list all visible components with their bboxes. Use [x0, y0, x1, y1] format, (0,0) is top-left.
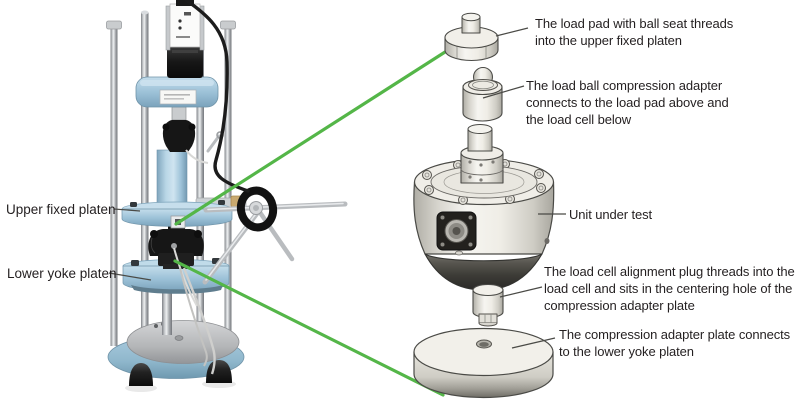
upper-drive-assembly: [162, 106, 209, 164]
green-connector-line-lower: [173, 259, 445, 397]
column-outer-right: [224, 28, 232, 343]
annotation-load-pad: The load pad with ball seat threads into…: [535, 16, 734, 48]
jack-screw: [162, 290, 172, 335]
connector-port: [436, 211, 477, 251]
exploded-view: [413, 12, 555, 399]
load-pad-drawing: [444, 12, 499, 62]
machine-photo: [106, 0, 348, 392]
clevis-pin: [206, 134, 221, 153]
wheel-rim: [236, 186, 278, 232]
rubber-foot-left: [129, 363, 153, 386]
annotation-load-ball-adapter: The load ball compression adapter connec…: [526, 78, 729, 127]
column-inner-right: [196, 12, 204, 342]
column-top-nut: [220, 20, 236, 30]
power-cable: [184, 0, 250, 193]
motor-block: [167, 46, 203, 78]
column-inner-left: [141, 12, 149, 342]
indicator-unit: [165, 0, 205, 51]
sensor-cable: [182, 267, 216, 375]
handwheel: [202, 186, 348, 285]
machine-load-cell: [148, 224, 204, 269]
column-top-nut: [106, 20, 122, 30]
lower-yoke-platen-label: Lower yoke platen: [7, 266, 117, 281]
green-connector-line-upper: [174, 43, 458, 226]
load-cell-drawing: [413, 124, 555, 291]
leader-lines: [108, 27, 566, 349]
handle-rod-lower-right: [256, 208, 295, 262]
sensor-cable: [173, 247, 198, 307]
adapter-plate-drawing: [413, 327, 554, 399]
sensor-cable: [179, 267, 208, 367]
ram-cylinder: [156, 149, 188, 208]
column-outer-left: [110, 28, 118, 346]
alignment-plug-drawing: [472, 283, 504, 327]
annotation-unit-under-test: Unit under test: [569, 207, 653, 222]
rubber-foot-right: [206, 360, 232, 383]
upper-fixed-platen-label: Upper fixed platen: [6, 202, 116, 217]
nameplate: [159, 89, 197, 105]
annotation-alignment-plug: The load cell alignment plug threads int…: [544, 264, 795, 313]
crosshead: [135, 76, 219, 108]
annotation-adapter-plate: The compression adapter plate connects t…: [559, 327, 791, 359]
